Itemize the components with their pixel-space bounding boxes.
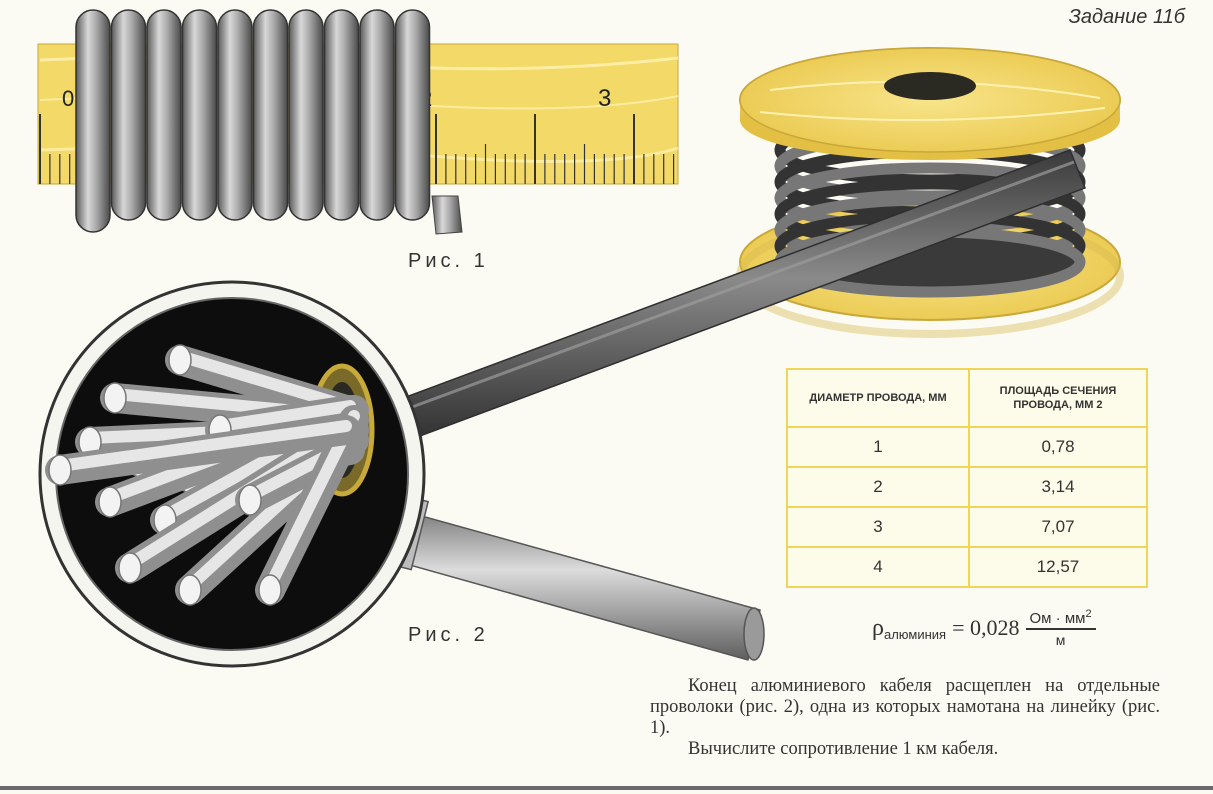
table-row: 4 12,57 [786, 546, 1148, 588]
problem-question: Вычислите сопротивление 1 км кабеля. [688, 739, 999, 759]
ruler-label-3: 3 [598, 85, 611, 112]
wire-strands [45, 344, 369, 606]
cell-diameter: 3 [786, 506, 970, 548]
coil-turn [359, 9, 395, 221]
formula-units: Ом · мм2 м [1025, 608, 1096, 648]
table-row: 1 0,78 [786, 426, 1148, 468]
table-header-row: ДИАМЕТР ПРОВОДА, ММ ПЛОЩАДЬ СЕЧЕНИЯ ПРОВ… [786, 368, 1148, 428]
cell-diameter: 4 [786, 546, 970, 588]
coil-turn [288, 9, 324, 221]
wire-coil [75, 9, 431, 233]
problem-text: Конец алюминиевого кабеля расщеплен на о… [650, 676, 1160, 738]
coil-turn [75, 9, 111, 233]
figure-1-caption: Рис. 1 [408, 250, 489, 272]
wire-strand [45, 415, 361, 486]
cell-diameter: 2 [786, 466, 970, 508]
coil-turn [394, 9, 431, 221]
formula-subscript: алюминия [883, 626, 947, 642]
wire-data-table: ДИАМЕТР ПРОВОДА, ММ ПЛОЩАДЬ СЕЧЕНИЯ ПРОВ… [786, 368, 1148, 588]
coil-turn [110, 9, 147, 221]
cell-diameter: 1 [786, 426, 970, 468]
spool-hole [884, 72, 976, 100]
formula-numerator: Ом · мм2 [1025, 608, 1096, 630]
cell-area: 0,78 [968, 426, 1148, 468]
resistivity-formula: ρ алюминия = 0,028 Ом · мм2 м [872, 608, 1096, 648]
table-row: 3 7,07 [786, 506, 1148, 548]
table-row: 2 3,14 [786, 466, 1148, 508]
formula-symbol: ρ [872, 614, 884, 641]
magnifier-lens [38, 280, 426, 668]
formula-value: = 0,028 [952, 615, 1020, 640]
header-area: ПЛОЩАДЬ СЕЧЕНИЯ ПРОВОДА, ММ 2 [968, 368, 1148, 428]
coil-turn [323, 9, 360, 221]
coil-turn [181, 9, 218, 221]
bottom-rule [0, 786, 1213, 790]
figure-2-caption: Рис. 2 [408, 624, 489, 646]
formula-denominator: м [1055, 632, 1066, 648]
header-diameter: ДИАМЕТР ПРОВОДА, ММ [786, 368, 970, 428]
wire-end [431, 195, 463, 235]
cell-area: 12,57 [968, 546, 1148, 588]
problem-statement: Конец алюминиевого кабеля расщеплен на о… [650, 676, 1160, 760]
coil-turn [146, 9, 182, 221]
task-title: Задание 11б [1068, 6, 1185, 28]
coil-turn [217, 9, 253, 221]
coil-turn [252, 9, 289, 221]
cell-area: 7,07 [968, 506, 1148, 548]
cell-area: 3,14 [968, 466, 1148, 508]
ruler-label-0: 0 [62, 86, 74, 111]
